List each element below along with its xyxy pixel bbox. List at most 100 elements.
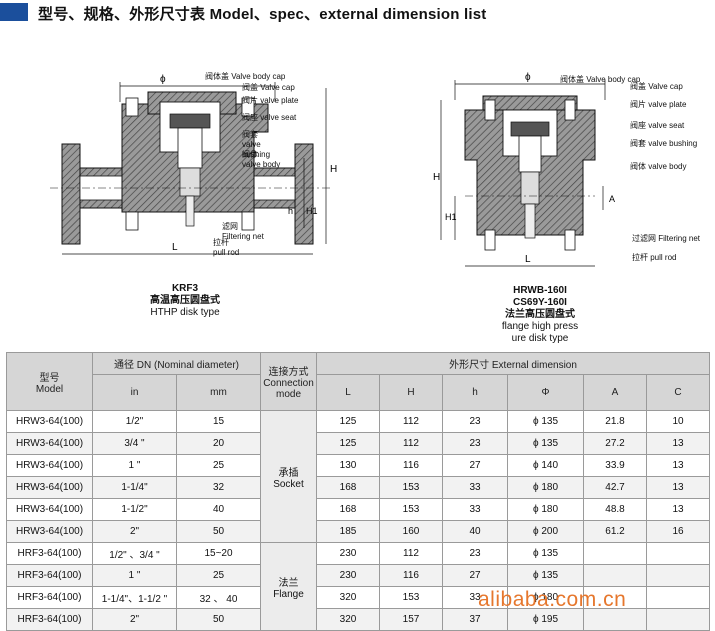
cell-a: 33.9 <box>583 454 647 477</box>
watermark: alibaba.com.cn <box>478 588 627 611</box>
dim-a-label: A <box>609 194 615 204</box>
cell-mm: 25 <box>176 454 261 477</box>
cell-model: HRW3-64(100) <box>6 454 93 477</box>
title-accent-block <box>0 3 28 21</box>
header-phi: Φ <box>507 374 584 411</box>
cell-in: 1-1/4" <box>92 476 177 499</box>
dim-h1-label: H1 <box>445 212 457 222</box>
cell-c: 13 <box>645 476 711 499</box>
cell-l: 185 <box>316 520 380 543</box>
cell-in: 1 " <box>92 454 177 477</box>
callout-valve-plate: 阀片 valve plate <box>630 100 687 109</box>
cell-h: 23 <box>442 542 508 565</box>
cell-mm: 32 <box>176 476 261 499</box>
cell-c: 10 <box>645 410 711 433</box>
cell-c <box>645 586 711 609</box>
cell-model: HRF3-64(100) <box>6 542 93 565</box>
header-h-upper: H <box>379 374 443 411</box>
dim-phi-label: ϕ <box>160 74 166 85</box>
dim-h-upper-label: H <box>330 164 337 175</box>
cell-a: 61.2 <box>583 520 647 543</box>
header-l: L <box>316 374 380 411</box>
cell-a <box>583 542 647 565</box>
cell-l: 230 <box>316 564 380 587</box>
cell-h: 40 <box>442 520 508 543</box>
callout-valve-seat: 阀座 valve seat <box>242 113 297 122</box>
callout-pull-rod: 拉杆 pull rod <box>632 253 677 262</box>
cell-h: 33 <box>442 476 508 499</box>
cell-phi: ϕ 135 <box>507 542 584 565</box>
cell-model: HRF3-64(100) <box>6 564 93 587</box>
cell-mm: 32 、 40 <box>176 586 261 609</box>
callout-valve-body: 阀体 valve body <box>630 162 687 171</box>
dim-h-lower-label: h <box>288 206 293 216</box>
cell-l: 230 <box>316 542 380 565</box>
cell-mm: 25 <box>176 564 261 587</box>
cell-h: 23 <box>442 432 508 455</box>
cell-phi: ϕ 180 <box>507 498 584 521</box>
header-in: in <box>92 374 177 411</box>
cell-h: 33 <box>442 586 508 609</box>
cell-c <box>645 564 711 587</box>
callout-valve-cap: 阀盖 Valve cap <box>242 83 295 92</box>
cell-phi: ϕ 200 <box>507 520 584 543</box>
cell-phi: ϕ 135 <box>507 410 584 433</box>
cell-a: 42.7 <box>583 476 647 499</box>
callout-valve-body-cap: 阀体盖 Valve body cap <box>560 75 641 84</box>
dim-h-label: H <box>433 172 440 183</box>
cell-in: 3/4 " <box>92 432 177 455</box>
cell-a: 27.2 <box>583 432 647 455</box>
cell-mm: 50 <box>176 520 261 543</box>
header-external-dimension: 外形尺寸 External dimension <box>315 352 711 375</box>
cell-l: 320 <box>316 608 380 631</box>
cell-l: 320 <box>316 586 380 609</box>
cell-h: 160 <box>379 520 443 543</box>
cell-h: 112 <box>379 432 443 455</box>
cell-h: 153 <box>379 586 443 609</box>
cell-l: 130 <box>316 454 380 477</box>
callout-valve-plate: 阀片 valve plate <box>242 96 299 105</box>
cell-phi: ϕ 180 <box>507 476 584 499</box>
cell-a <box>583 564 647 587</box>
cell-in: 1-1/4"、1-1/2 " <box>92 586 177 609</box>
cell-h: 116 <box>379 454 443 477</box>
header-h-lower: h <box>442 374 508 411</box>
cell-mm: 15~20 <box>176 542 261 565</box>
dim-l-label: L <box>172 242 178 253</box>
krf3-drawing: ϕ L H H1 h <box>50 74 337 255</box>
cell-c: 16 <box>645 520 711 543</box>
cell-l: 125 <box>316 410 380 433</box>
cell-c <box>645 542 711 565</box>
cell-model: HRW3-64(100) <box>6 520 93 543</box>
cell-in: 2" <box>92 608 177 631</box>
cell-in: 1/2" <box>92 410 177 433</box>
cell-model: HRW3-64(100) <box>6 476 93 499</box>
cell-model: HRF3-64(100) <box>6 608 93 631</box>
cell-h: 116 <box>379 564 443 587</box>
dim-h1-label: H1 <box>306 206 318 216</box>
header-nominal-diameter: 通径 DN (Nominal diameter) <box>92 352 261 375</box>
header-c: C <box>645 374 711 411</box>
cell-model: HRW3-64(100) <box>6 410 93 433</box>
dim-phi-label: ϕ <box>525 72 531 83</box>
header-a: A <box>583 374 647 411</box>
cell-in: 1 " <box>92 564 177 587</box>
cell-phi: ϕ 135 <box>507 564 584 587</box>
cell-c <box>645 608 711 631</box>
cell-c: 13 <box>645 432 711 455</box>
